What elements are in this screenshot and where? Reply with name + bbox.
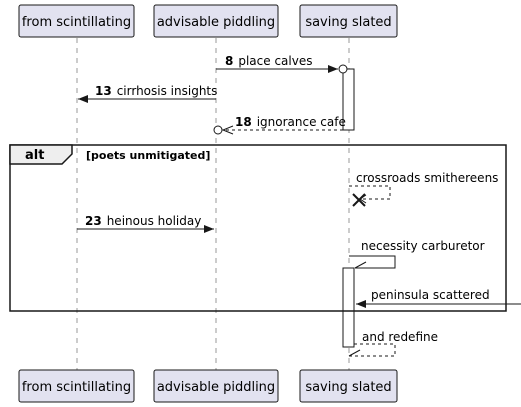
participant-label: from scintillating: [22, 380, 131, 395]
message-peninsula-scattered: peninsula scattered: [356, 288, 521, 308]
message-label: necessity carburetor: [361, 239, 485, 253]
fragment-condition: [poets unmitigated]: [86, 149, 210, 162]
message-crossroads-smithereens: crossroads smithereens: [349, 171, 498, 207]
activation-bar-saving-slated-2: [342, 267, 355, 348]
message-label: peninsula scattered: [371, 288, 490, 302]
participant-label: from scintillating: [22, 15, 131, 30]
participant-top-advisable-piddling: advisable piddling: [153, 4, 279, 38]
fragment-keyword: alt: [25, 148, 44, 163]
message-label: and redefine: [362, 330, 438, 344]
participant-label: advisable piddling: [157, 15, 275, 30]
participant-label: saving slated: [305, 15, 391, 30]
participant-label: saving slated: [305, 380, 391, 395]
message-necessity-carburetor: necessity carburetor: [349, 239, 485, 269]
participant-bottom-from-scintillating: from scintillating: [18, 369, 135, 403]
participant-label: advisable piddling: [157, 380, 275, 395]
destroy-x-icon: [352, 193, 366, 207]
activation-bar-saving-slated-1: [342, 68, 355, 131]
participant-top-saving-slated: saving slated: [299, 4, 398, 38]
participant-top-from-scintillating: from scintillating: [18, 4, 135, 38]
participant-bottom-advisable-piddling: advisable piddling: [153, 369, 279, 403]
message-label: crossroads smithereens: [356, 171, 498, 185]
participant-bottom-saving-slated: saving slated: [299, 369, 398, 403]
message-and-redefine: and redefine: [348, 330, 438, 357]
alt-fragment: alt [poets unmitigated]: [9, 144, 507, 312]
